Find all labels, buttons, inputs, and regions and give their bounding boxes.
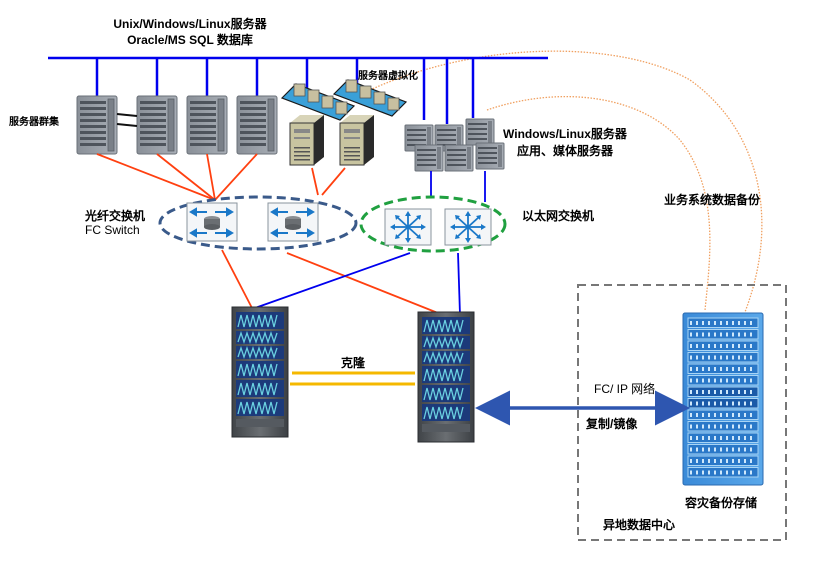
- cluster-server-2: [136, 95, 178, 155]
- replication-label: 复制/镜像: [586, 417, 638, 431]
- dr-storage-shelf: [687, 340, 759, 351]
- fc-switch-label-en: FC Switch: [85, 223, 140, 237]
- fc-switch-group: [158, 195, 358, 251]
- ethernet-switch-label: 以太网交换机: [522, 209, 595, 223]
- dr-storage-shelf: [687, 352, 759, 363]
- ethernet-switch-group: [359, 195, 507, 253]
- backup-arc-outer: [369, 50, 763, 313]
- app-servers-subtitle: 应用、媒体服务器: [516, 144, 613, 158]
- app-servers-title: Windows/Linux服务器: [503, 127, 627, 141]
- fc-switch-2: [267, 202, 319, 242]
- dr-storage-shelf: [687, 386, 759, 397]
- virt-host-2: [333, 79, 407, 166]
- clone-links: [290, 371, 415, 386]
- bus-drops: [95, 58, 475, 124]
- dr-storage-shelf: [687, 317, 759, 328]
- fc-switch-1: [186, 202, 238, 242]
- storage-array-primary: [231, 306, 289, 438]
- fc-ip-network-label: FC/ IP 网络: [594, 382, 656, 396]
- dr-storage-shelf: [687, 455, 759, 466]
- fc-switch-label-cn: 光纤交换机: [85, 209, 146, 223]
- dr-storage-shelf: [687, 444, 759, 455]
- server-cluster-label: 服务器群集: [9, 117, 59, 128]
- server-virtualization-label: 服务器虚拟化: [358, 71, 418, 82]
- business-backup-label: 业务系统数据备份: [664, 193, 761, 207]
- remote-datacenter-label: 异地数据中心: [603, 518, 676, 532]
- clone-label: 克隆: [341, 356, 366, 370]
- dr-storage-shelf: [687, 363, 759, 374]
- dr-storage-shelf: [687, 329, 759, 340]
- cluster-server-1: [76, 95, 118, 155]
- dr-storage-shelf: [687, 409, 759, 420]
- cluster-heartbeat-links: [116, 113, 138, 127]
- dr-storage-shelf: [687, 398, 759, 409]
- app-servers: [404, 118, 505, 172]
- ethernet-links: [254, 171, 486, 316]
- top-servers-subtitle: Oracle/MS SQL 数据库: [127, 33, 253, 47]
- dr-storage-shelf: [687, 421, 759, 432]
- storage-array-secondary: [417, 311, 475, 443]
- ethernet-switch-2: [444, 208, 492, 246]
- ethernet-switch-1: [384, 208, 432, 246]
- dr-storage-shelf: [687, 375, 759, 386]
- dr-storage-label: 容灾备份存储: [685, 496, 758, 510]
- fc-links: [96, 153, 444, 316]
- dr-storage-array: [682, 312, 764, 486]
- dr-storage-shelf: [687, 467, 759, 478]
- cluster-server-3: [186, 95, 228, 155]
- dr-storage-shelf: [687, 432, 759, 443]
- top-servers-title: Unix/Windows/Linux服务器: [113, 17, 267, 31]
- cluster-server-4: [236, 95, 278, 155]
